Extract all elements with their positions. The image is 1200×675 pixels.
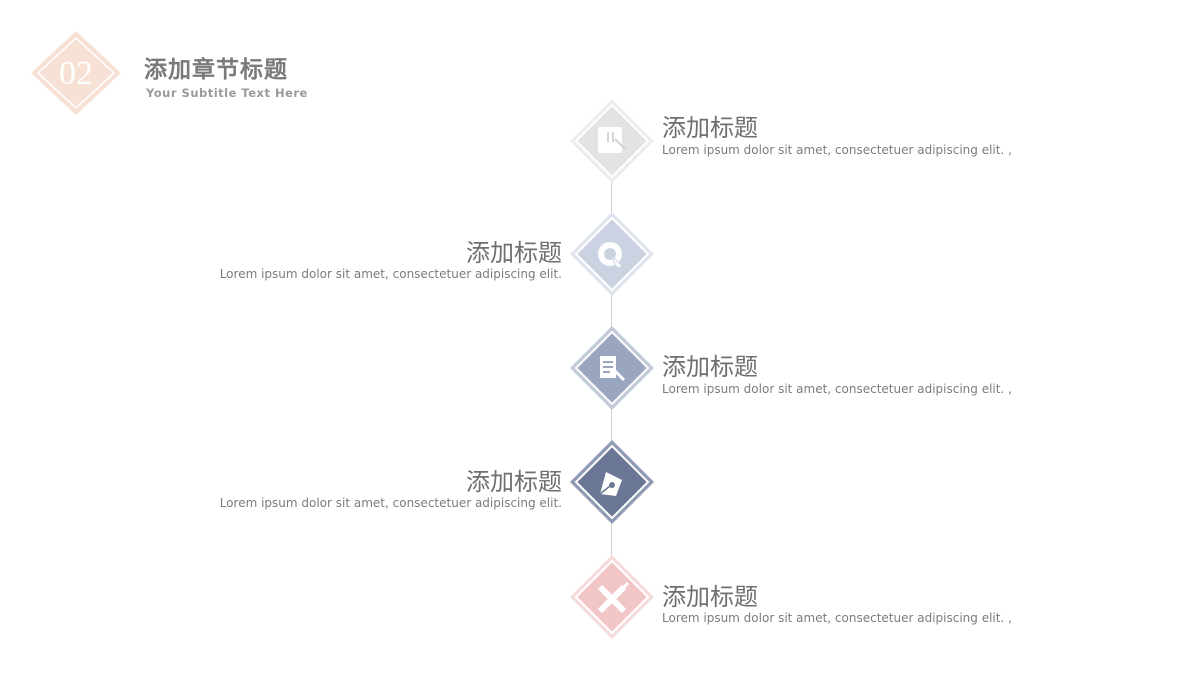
step-desc-2: Lorem ipsum dolor sit amet, consectetuer… bbox=[219, 267, 562, 281]
step-desc-4: Lorem ipsum dolor sit amet, consectetuer… bbox=[219, 496, 562, 510]
step-desc-1: Lorem ipsum dolor sit amet, consectetuer… bbox=[662, 143, 1012, 157]
step-title-1: 添加标题 bbox=[662, 114, 758, 142]
timeline-connector bbox=[611, 409, 612, 443]
step-desc-3: Lorem ipsum dolor sit amet, consectetuer… bbox=[662, 382, 1012, 396]
document-edit-icon bbox=[600, 356, 626, 382]
target-pointer-icon bbox=[598, 242, 623, 269]
chapter-number: 02 bbox=[59, 55, 93, 92]
pen-nib-icon bbox=[599, 472, 622, 496]
step-title-2: 添加标题 bbox=[466, 239, 562, 267]
step-title-3: 添加标题 bbox=[662, 353, 758, 381]
clipboard-icon bbox=[598, 127, 627, 153]
step-title-4: 添加标题 bbox=[466, 468, 562, 496]
timeline-node-1 bbox=[570, 99, 654, 183]
chapter-number-badge: 02 bbox=[26, 28, 126, 118]
timeline-connector bbox=[611, 295, 612, 329]
section-title: 添加章节标题 bbox=[144, 57, 288, 83]
timeline-node-4 bbox=[570, 440, 654, 524]
timeline-node-5 bbox=[570, 555, 654, 639]
section-subtitle: Your Subtitle Text Here bbox=[146, 86, 308, 100]
step-desc-5: Lorem ipsum dolor sit amet, consectetuer… bbox=[662, 611, 1012, 625]
timeline-connector bbox=[611, 180, 612, 214]
pencil-ruler-icon bbox=[597, 581, 630, 614]
step-title-5: 添加标题 bbox=[662, 583, 758, 611]
timeline-connector bbox=[611, 523, 612, 558]
timeline-node-2 bbox=[570, 212, 654, 296]
timeline-node-3 bbox=[570, 326, 654, 410]
